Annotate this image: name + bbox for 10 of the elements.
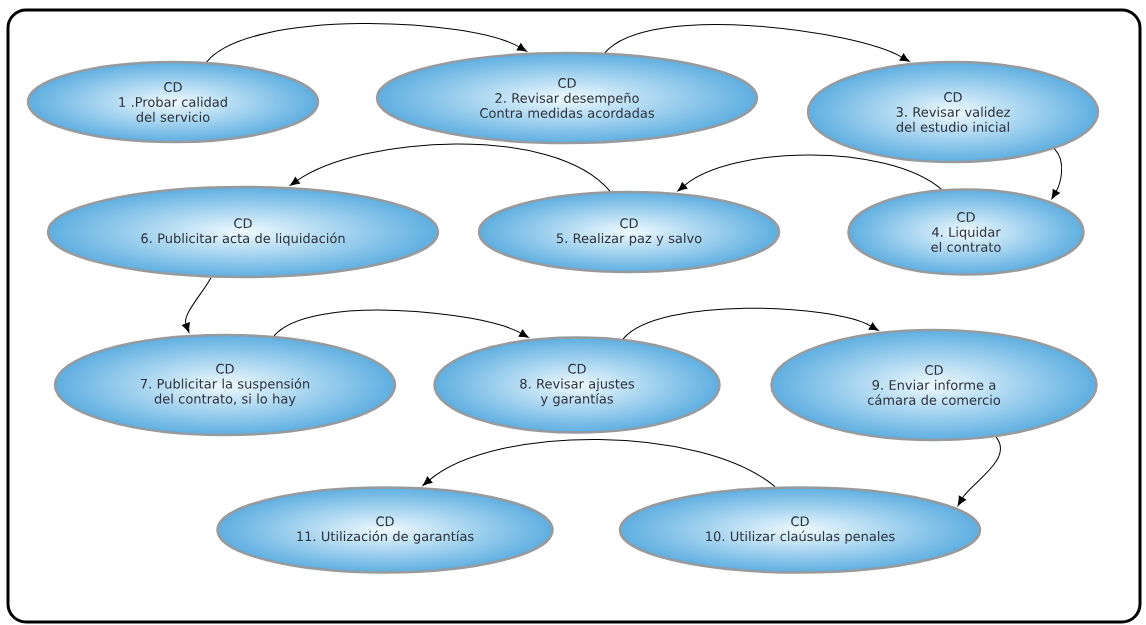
curved-arrow	[622, 307, 879, 340]
curved-arrow	[206, 23, 527, 63]
curved-arrow	[182, 277, 212, 333]
curved-arrow	[273, 309, 529, 338]
curved-arrow	[957, 436, 1001, 506]
curved-arrow	[677, 154, 942, 192]
curved-arrow	[604, 24, 910, 62]
curved-arrow	[422, 438, 776, 488]
curved-arrow	[289, 143, 611, 192]
curved-arrow	[1051, 148, 1063, 200]
